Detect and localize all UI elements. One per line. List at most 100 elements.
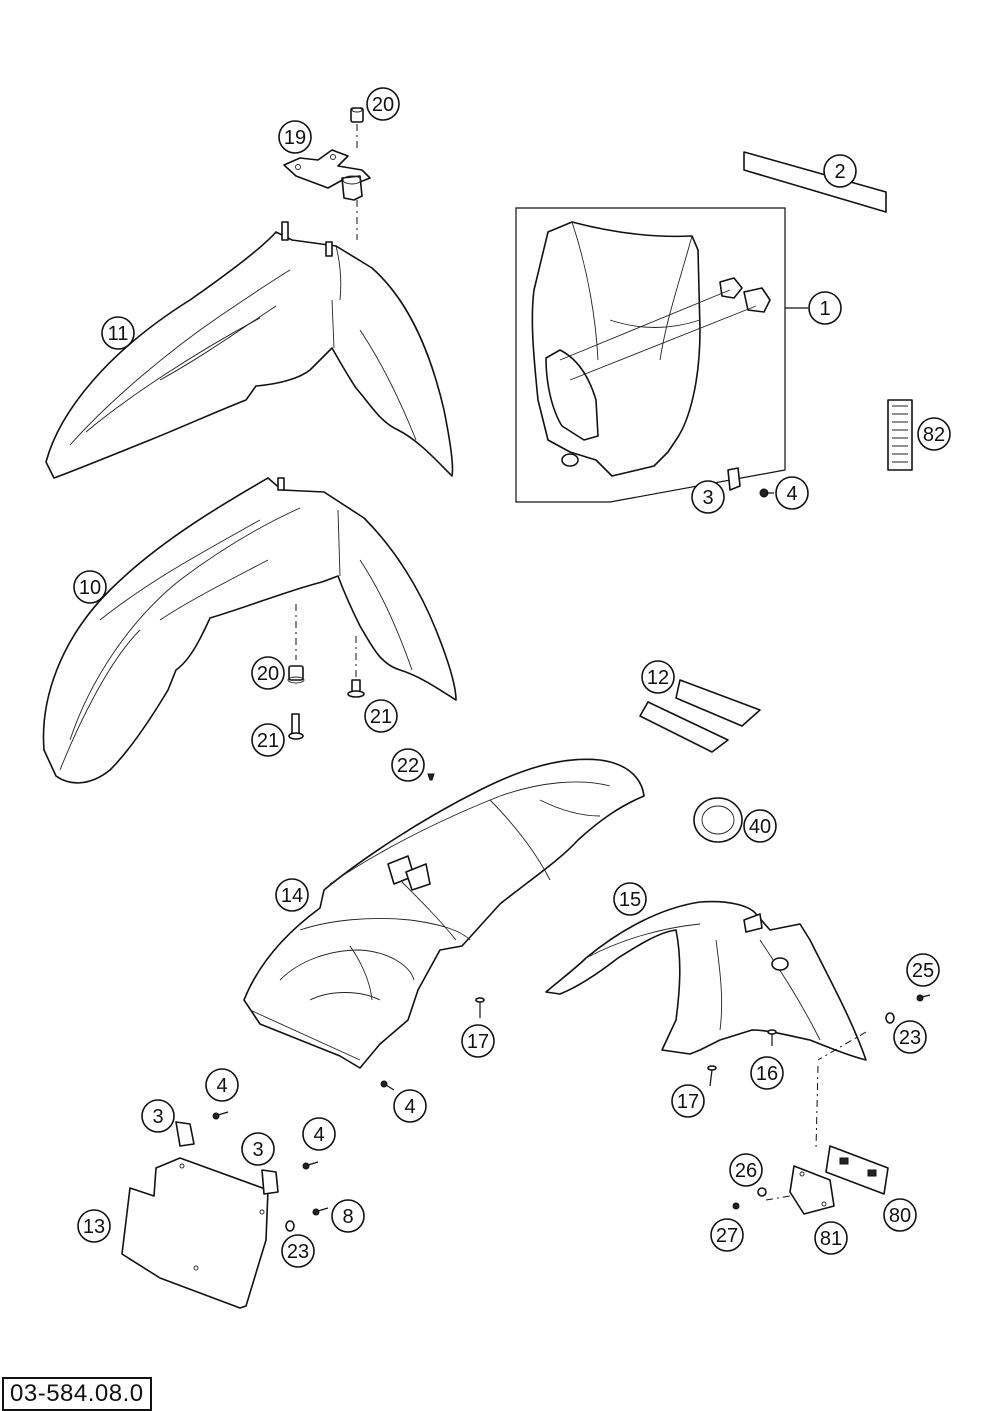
svg-text:4: 4 xyxy=(786,483,797,505)
leader-dash xyxy=(765,1195,791,1201)
part-25-screw xyxy=(916,994,931,1002)
svg-text:23: 23 xyxy=(287,1241,309,1263)
part-1-headlight-mask-group xyxy=(515,207,808,503)
svg-text:3: 3 xyxy=(702,487,713,509)
callout-26: 26 xyxy=(729,1153,763,1187)
callout-17-mid: 17 xyxy=(461,1024,495,1058)
part-3-clip-b xyxy=(261,1169,279,1195)
part-16-screw xyxy=(767,1029,777,1046)
part-11-front-fender xyxy=(45,221,454,479)
callout-3-top: 3 xyxy=(691,480,725,514)
callout-80: 80 xyxy=(883,1198,917,1232)
callout-25: 25 xyxy=(906,953,940,987)
part-4-screw-top xyxy=(759,488,774,498)
part-40-plug xyxy=(693,797,743,843)
callout-82: 82 xyxy=(917,417,951,451)
callout-11: 11 xyxy=(101,316,135,350)
callout-16: 16 xyxy=(750,1056,784,1090)
svg-text:15: 15 xyxy=(619,889,641,911)
svg-text:1: 1 xyxy=(819,298,830,320)
callout-4-top: 4 xyxy=(775,476,809,510)
svg-text:10: 10 xyxy=(79,577,101,599)
part-12-pads xyxy=(639,679,761,753)
part-26-nut xyxy=(757,1187,767,1197)
svg-text:2: 2 xyxy=(834,161,845,183)
callout-8: 8 xyxy=(331,1199,365,1233)
part-82-filter xyxy=(887,399,913,471)
part-20-nut-top xyxy=(350,107,364,123)
part-10-front-fender xyxy=(42,477,457,784)
part-23-washer-right xyxy=(885,1012,895,1024)
callout-3-b: 3 xyxy=(241,1132,275,1166)
svg-text:81: 81 xyxy=(820,1228,842,1250)
svg-text:27: 27 xyxy=(716,1225,738,1247)
callout-12: 12 xyxy=(641,660,675,694)
svg-text:26: 26 xyxy=(735,1160,757,1182)
leader-dash xyxy=(815,1065,819,1149)
svg-text:17: 17 xyxy=(467,1031,489,1053)
svg-text:12: 12 xyxy=(647,667,669,689)
callout-15: 15 xyxy=(613,882,647,916)
part-19-bracket xyxy=(283,149,371,201)
svg-text:3: 3 xyxy=(152,1106,163,1128)
callout-23-left: 23 xyxy=(281,1234,315,1268)
callout-4-a: 4 xyxy=(205,1068,239,1102)
part-3-clip-top xyxy=(727,467,741,491)
svg-text:23: 23 xyxy=(899,1027,921,1049)
svg-text:19: 19 xyxy=(284,127,306,149)
callout-20-top: 20 xyxy=(366,87,400,121)
part-81-bracket xyxy=(789,1165,835,1215)
svg-text:3: 3 xyxy=(252,1139,263,1161)
callout-3-a: 3 xyxy=(141,1099,175,1133)
callout-2: 2 xyxy=(823,154,857,188)
callout-20-mid: 20 xyxy=(251,656,285,690)
svg-text:20: 20 xyxy=(257,663,279,685)
callout-21-b: 21 xyxy=(251,723,285,757)
svg-text:8: 8 xyxy=(342,1206,353,1228)
callout-81: 81 xyxy=(814,1221,848,1255)
svg-text:80: 80 xyxy=(889,1205,911,1227)
svg-text:16: 16 xyxy=(756,1063,778,1085)
svg-text:25: 25 xyxy=(912,960,934,982)
svg-text:11: 11 xyxy=(108,323,129,345)
svg-text:82: 82 xyxy=(923,424,945,446)
callout-4-c: 4 xyxy=(302,1117,336,1151)
part-8-screw xyxy=(312,1207,329,1216)
svg-text:22: 22 xyxy=(397,755,419,777)
part-3-clip-a xyxy=(175,1121,195,1147)
callout-21-a: 21 xyxy=(364,699,398,733)
part-4-screw-a xyxy=(212,1111,229,1120)
callout-19: 19 xyxy=(278,120,312,154)
callout-17-right: 17 xyxy=(671,1084,705,1118)
callout-4-b: 4 xyxy=(393,1089,427,1123)
part-15-rear-mudguard xyxy=(545,900,867,1061)
part-20-nut-mid xyxy=(287,665,305,684)
callout-1: 1 xyxy=(808,291,842,325)
svg-text:4: 4 xyxy=(404,1096,415,1118)
document-number: 03-584.08.0 xyxy=(2,1377,152,1411)
svg-text:40: 40 xyxy=(749,816,771,838)
callout-14: 14 xyxy=(275,878,309,912)
part-4-screw-mid xyxy=(380,1080,395,1091)
part-2-decal-strip xyxy=(743,151,887,213)
svg-text:21: 21 xyxy=(257,730,279,752)
part-80-lamp xyxy=(825,1145,889,1195)
part-21-bolt-b xyxy=(288,713,304,740)
part-22-rivet xyxy=(427,773,435,781)
svg-text:4: 4 xyxy=(216,1075,227,1097)
callout-23-right: 23 xyxy=(893,1020,927,1054)
callout-27: 27 xyxy=(710,1218,744,1252)
part-13-plate-holder xyxy=(121,1157,269,1309)
part-4-screw-c xyxy=(302,1161,319,1170)
callout-13: 13 xyxy=(77,1209,111,1243)
callout-22: 22 xyxy=(391,748,425,782)
leader-dash xyxy=(817,1031,867,1061)
svg-text:4: 4 xyxy=(313,1124,324,1146)
svg-text:13: 13 xyxy=(83,1216,105,1238)
part-14-rear-fender xyxy=(243,758,645,1069)
part-23-washer-left xyxy=(285,1220,295,1232)
part-17-screw-right xyxy=(707,1065,717,1087)
svg-text:14: 14 xyxy=(281,885,303,907)
